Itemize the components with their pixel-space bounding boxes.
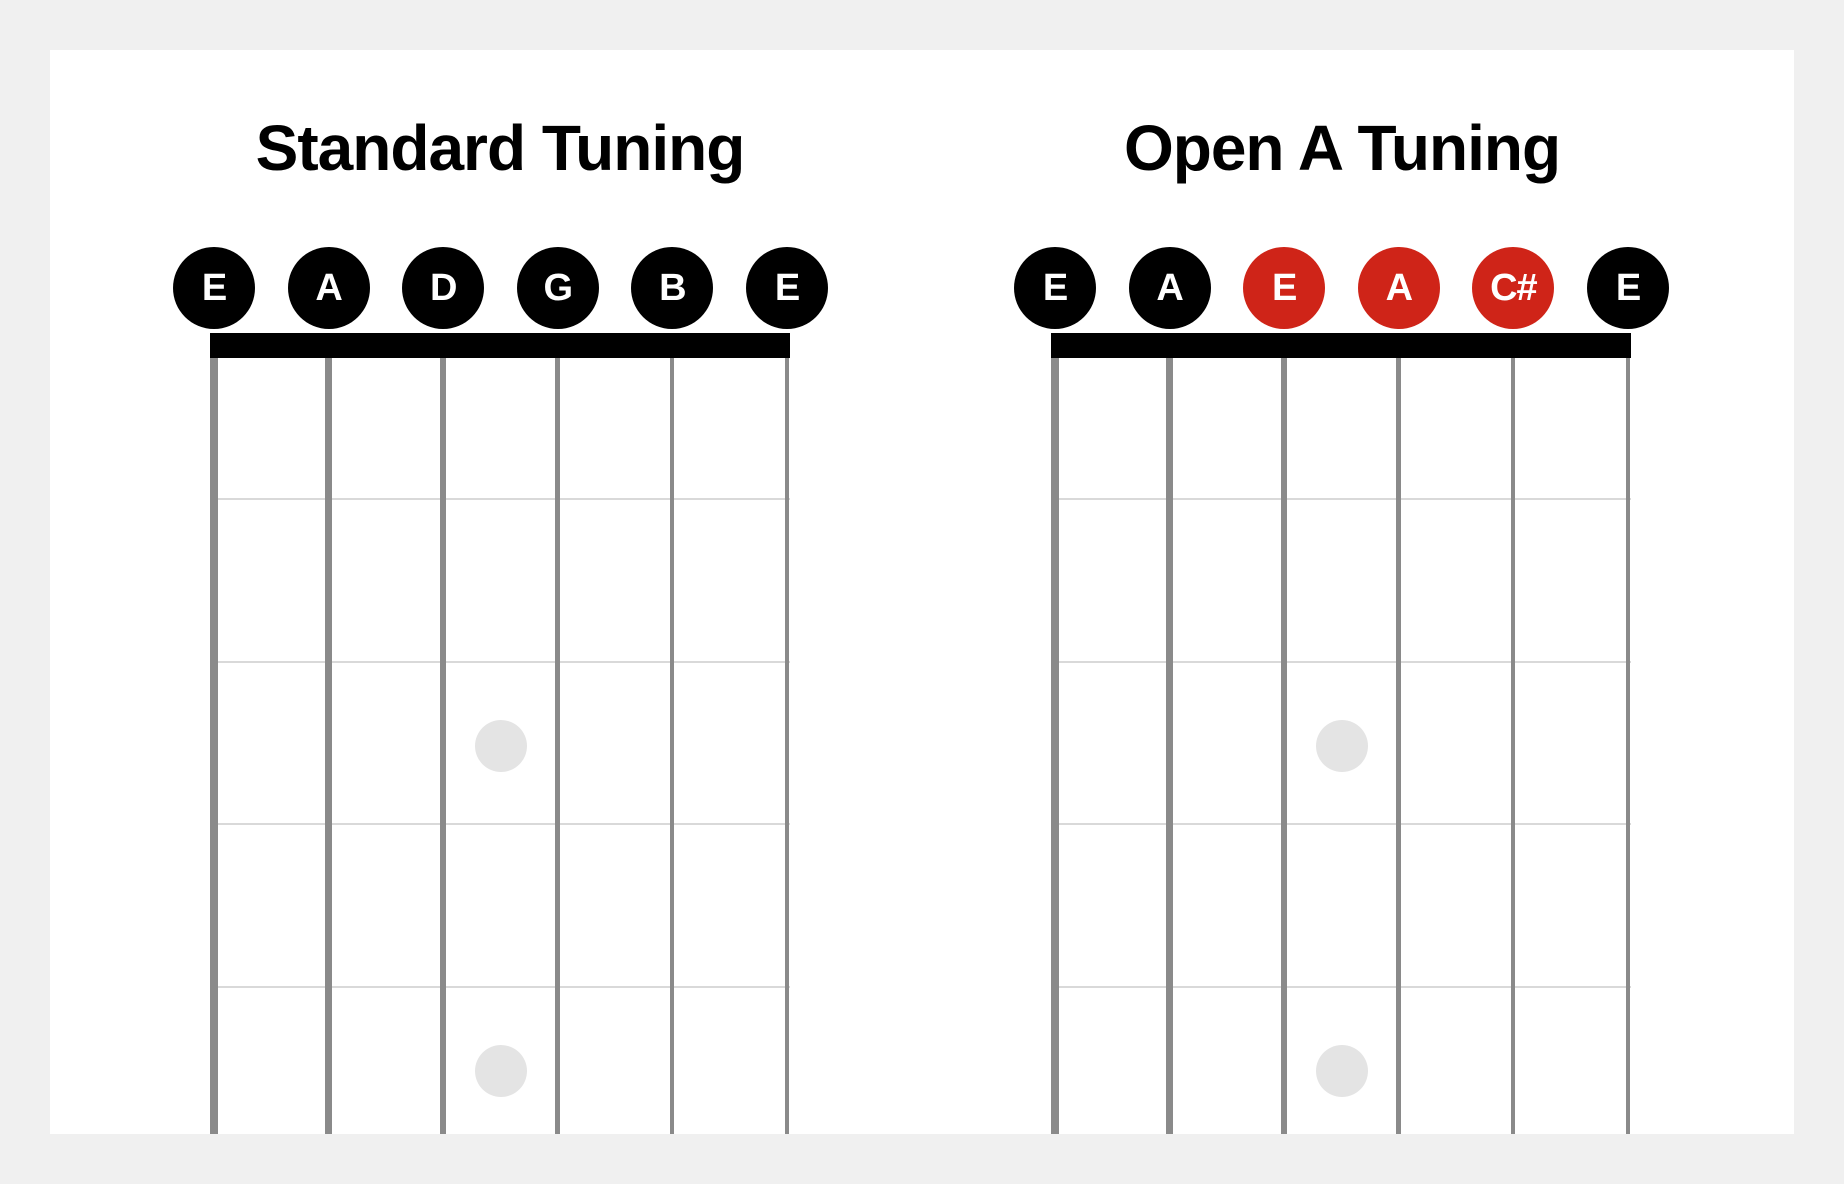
- string-line: [325, 333, 333, 1134]
- note-circle-a: A: [1357, 247, 1440, 329]
- nut-bar: [1051, 333, 1631, 358]
- string-line: [1396, 333, 1402, 1134]
- fret-line: [1051, 660, 1631, 663]
- string-line: [440, 333, 447, 1134]
- diagram-title-standard: Standard Tuning: [255, 112, 746, 184]
- note-circle-a: A: [1128, 247, 1211, 329]
- note-circle-e: E: [746, 247, 828, 329]
- string-line: [1166, 333, 1174, 1134]
- note-circle-d: D: [402, 247, 485, 329]
- diagram-card: [50, 50, 1794, 1134]
- note-circle-e: E: [173, 247, 255, 329]
- inlay-dot: [474, 1045, 527, 1097]
- fret-line: [1051, 985, 1631, 988]
- inlay-dot: [474, 720, 527, 772]
- string-line: [1281, 333, 1288, 1134]
- fret-line: [210, 985, 790, 988]
- string-line: [785, 333, 789, 1134]
- note-circle-e: E: [1587, 247, 1669, 329]
- fret-line: [1051, 823, 1631, 825]
- fret-line: [210, 660, 790, 663]
- note-circle-e: E: [1014, 247, 1096, 329]
- string-line: [1051, 333, 1059, 1134]
- string-line: [1626, 333, 1630, 1134]
- diagram-title-open-a: Open A Tuning: [1123, 112, 1561, 184]
- fret-line: [210, 498, 790, 500]
- string-line: [670, 333, 675, 1134]
- note-circle-b: B: [631, 247, 714, 329]
- nut-bar: [210, 333, 790, 358]
- string-line: [555, 333, 561, 1134]
- string-line: [210, 333, 218, 1134]
- inlay-dot: [1315, 720, 1368, 772]
- note-circle-e: E: [1243, 247, 1326, 329]
- note-circle-g: G: [516, 247, 599, 329]
- note-circle-a: A: [287, 247, 370, 329]
- string-line: [1511, 333, 1516, 1134]
- inlay-dot: [1315, 1045, 1368, 1097]
- fret-line: [1051, 498, 1631, 500]
- note-circle-csharp: C#: [1472, 247, 1555, 329]
- fret-line: [210, 823, 790, 825]
